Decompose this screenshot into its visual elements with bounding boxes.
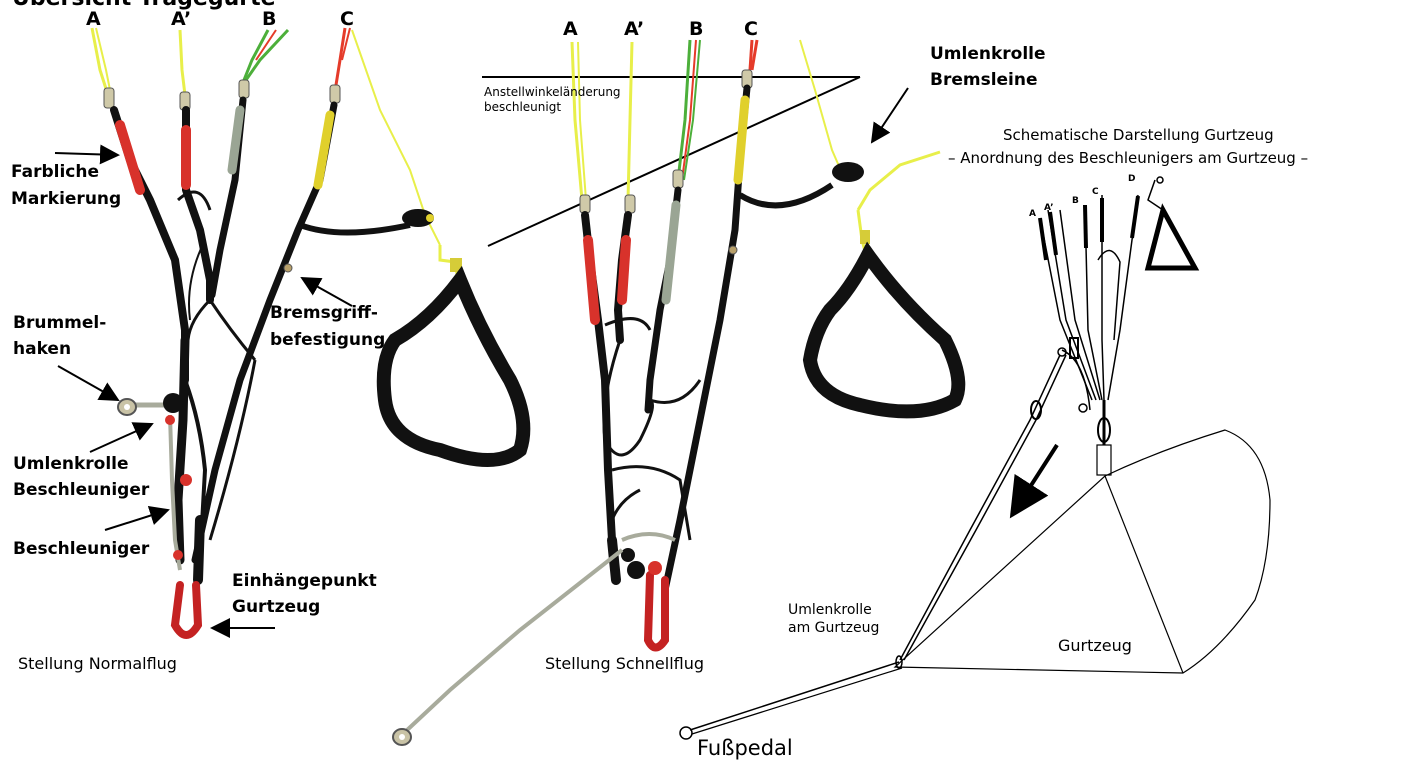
foot-pedal-label: Fußpedal — [697, 736, 793, 760]
marking-label-line1: Farbliche — [11, 163, 99, 183]
speedbar-pulley-label-line1: Umlenkrolle — [13, 455, 129, 475]
left-riser-label-a: A — [86, 9, 101, 31]
schematic-riser-label-a-prime: A’ — [1044, 203, 1054, 213]
harness-label: Gurtzeug — [1058, 637, 1132, 655]
brake-pulley-arrow — [872, 88, 908, 142]
schematic-title-line2: – Anordnung des Beschleunigers am Gurtze… — [948, 150, 1308, 167]
page-title: Übersicht Tragegurte — [12, 0, 276, 11]
attachment-point-label-line1: Einhängepunkt — [232, 572, 377, 592]
left-riser-label-b: B — [262, 9, 276, 31]
brake-pulley-label-line1: Umlenkrolle — [930, 45, 1046, 65]
harness-pulley-label-line2: am Gurtzeug — [788, 620, 879, 636]
brake-handle-attach-label-line1: Bremsgriff- — [270, 304, 378, 324]
schematic-riser-label-c: C — [1092, 187, 1099, 197]
schematic-drawing — [680, 177, 1270, 739]
left-riser-label-c: C — [340, 9, 354, 31]
marking-label-line2: Markierung — [11, 190, 121, 210]
brake-pulley-label-line2: Bremsleine — [930, 71, 1038, 91]
speedbar-label: Beschleuniger — [13, 540, 149, 560]
brummel-hook-label-line1: Brummel- — [13, 314, 106, 334]
angle-change-label-line1: Anstellwinkeländerung — [484, 86, 621, 100]
middle-riser-label-c: C — [744, 19, 758, 41]
harness-pulley-label-line1: Umlenkrolle — [788, 602, 872, 618]
fast-flight-caption: Stellung Schnellflug — [545, 655, 704, 673]
brummel-hook-label-line2: haken — [13, 340, 71, 360]
middle-riser-label-a: A — [563, 19, 578, 41]
left-riser-label-a-prime: A’ — [171, 9, 191, 31]
speedbar-direction-arrow — [1012, 445, 1057, 515]
speedbar-pulley-label-line2: Beschleuniger — [13, 481, 149, 501]
schematic-riser-label-b: B — [1072, 196, 1079, 206]
schematic-title-line1: Schematische Darstellung Gurtzeug — [1003, 127, 1274, 144]
brake-handle-attach-label-line2: befestigung — [270, 331, 385, 351]
middle-riser-label-a-prime: A’ — [624, 19, 644, 41]
normal-flight-caption: Stellung Normalflug — [18, 655, 177, 673]
angle-change-label-line2: beschleunigt — [484, 101, 561, 115]
schematic-riser-label-d: D — [1128, 174, 1135, 184]
middle-riser-label-b: B — [689, 19, 703, 41]
attachment-point-label-line2: Gurtzeug — [232, 598, 320, 618]
middle-riser-set — [393, 40, 958, 745]
schematic-riser-label-a: A — [1029, 209, 1036, 219]
